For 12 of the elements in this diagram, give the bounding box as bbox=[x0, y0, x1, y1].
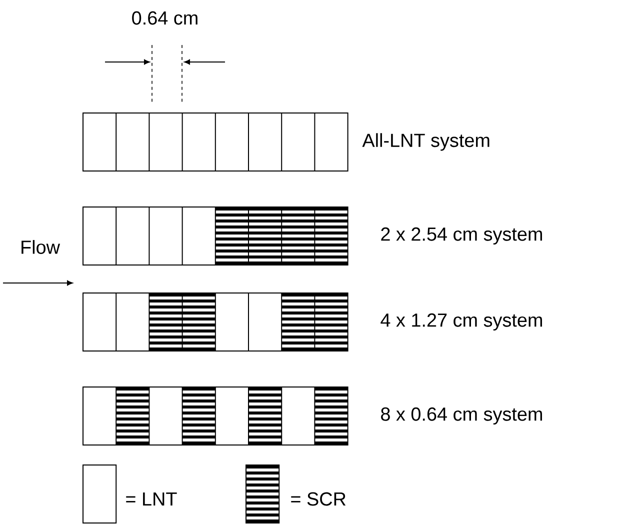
row-label: 4 x 1.27 cm system bbox=[380, 313, 542, 331]
flow-label: Flow bbox=[22, 240, 60, 254]
cell-row bbox=[82, 206, 348, 266]
cell-row bbox=[82, 292, 348, 352]
cell-row bbox=[82, 112, 348, 172]
legend-label: = SCR bbox=[291, 492, 346, 506]
row-label: 8 x 0.64 cm system bbox=[381, 407, 542, 425]
dimension-label: 0.64 cm bbox=[132, 11, 198, 25]
row-label: All-LNT system bbox=[362, 133, 490, 151]
legend-label: = LNT bbox=[126, 492, 177, 506]
cell-row bbox=[82, 386, 348, 446]
row-label: 2 x 2.54 cm system bbox=[381, 227, 542, 245]
